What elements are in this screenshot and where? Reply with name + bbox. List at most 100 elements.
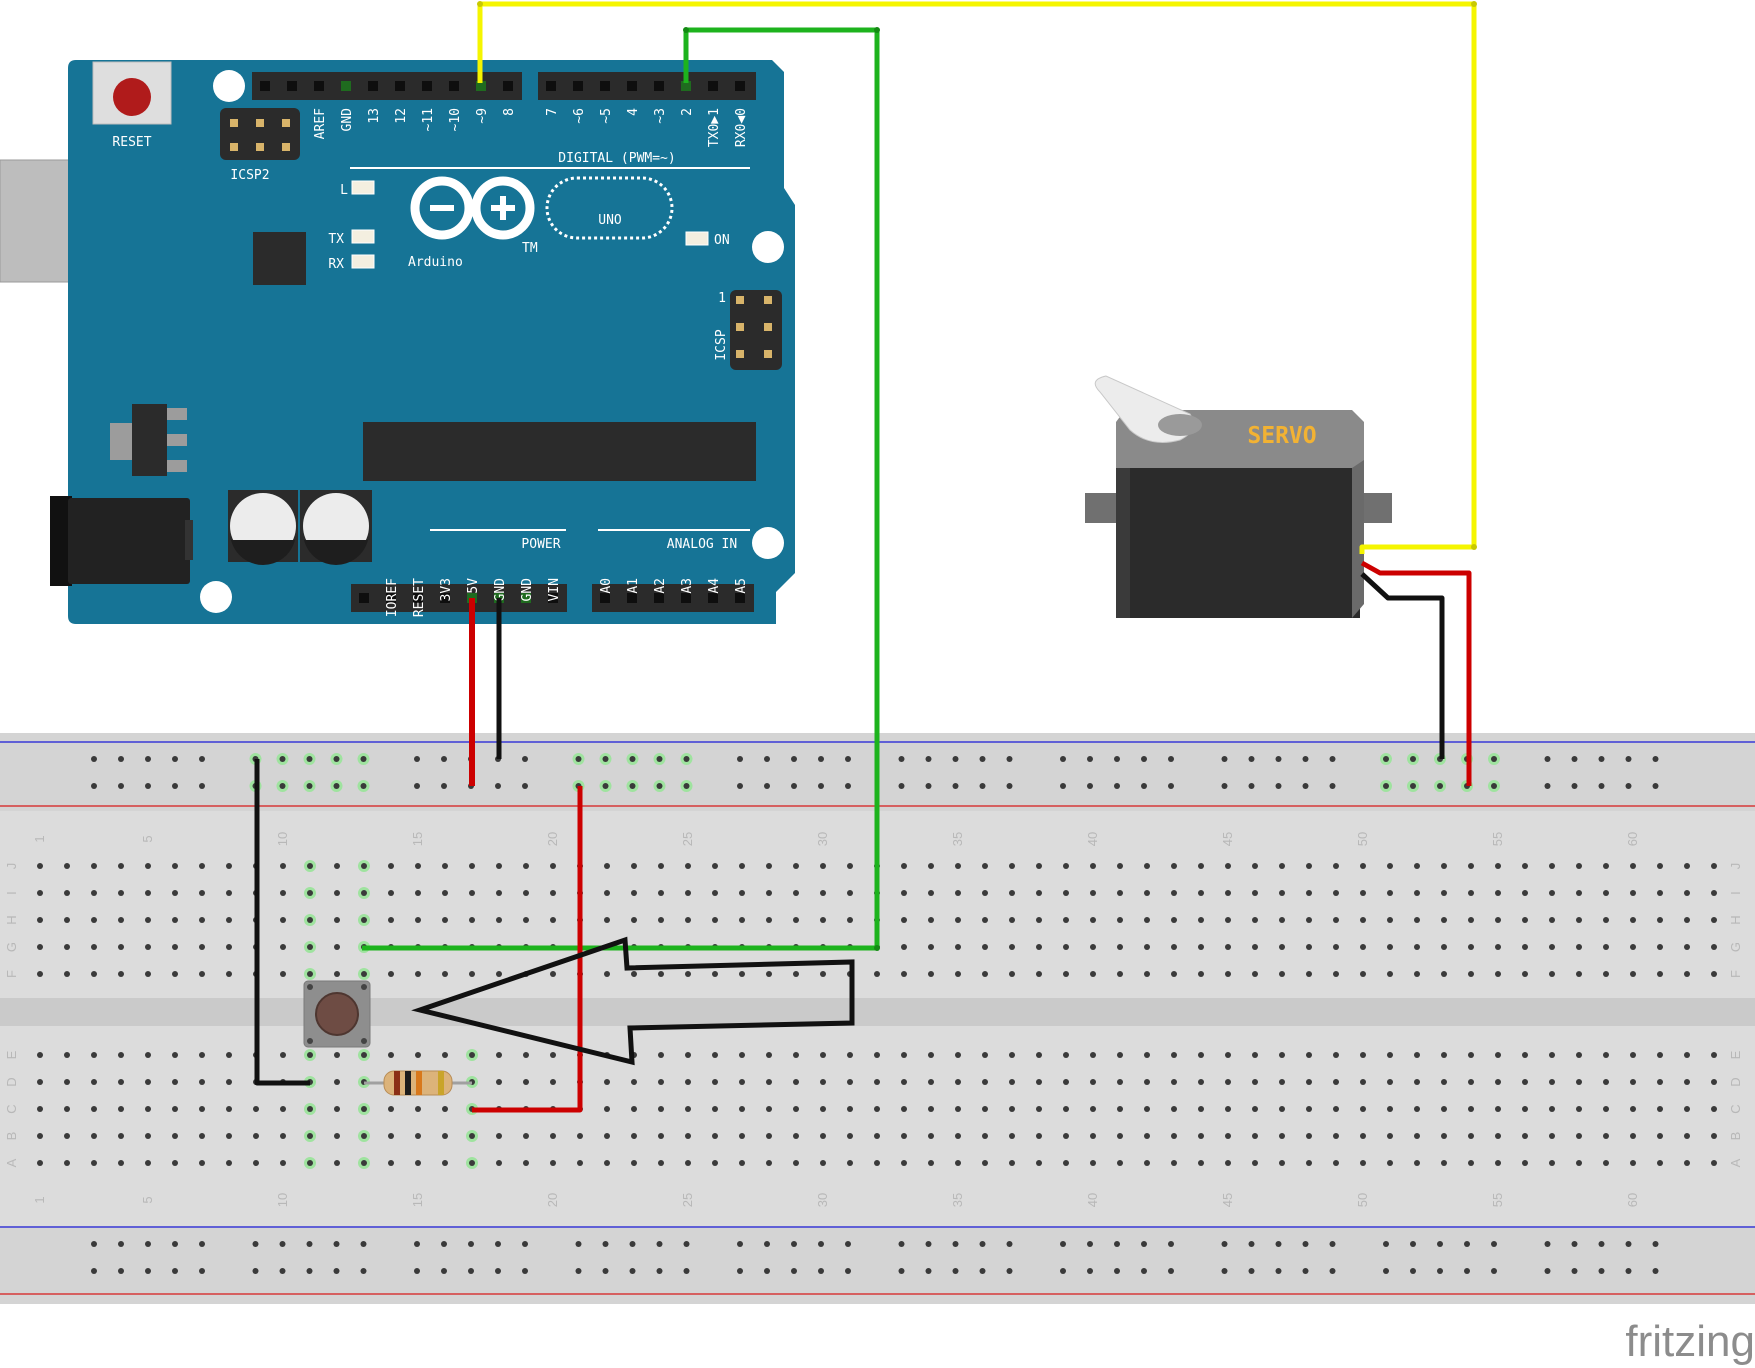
breadboard-hole <box>1630 944 1636 950</box>
breadboard-hole <box>793 1106 799 1112</box>
breadboard-hole <box>685 890 691 896</box>
breadboard-hole <box>361 971 367 977</box>
breadboard-hole <box>172 1052 178 1058</box>
breadboard-hole <box>820 890 826 896</box>
row-letter: H <box>1728 915 1743 924</box>
board-body <box>68 60 795 624</box>
column-number: 60 <box>1625 1193 1640 1207</box>
breadboard-hole <box>1603 863 1609 869</box>
breadboard-hole <box>629 756 636 762</box>
breadboard-hole <box>1009 917 1015 923</box>
pin-label: 3V3 <box>439 578 454 601</box>
breadboard-hole <box>1495 1133 1501 1139</box>
breadboard-hole <box>334 1079 340 1085</box>
breadboard-hole <box>1387 971 1393 977</box>
breadboard-hole <box>1652 783 1659 789</box>
header-pin <box>627 593 637 603</box>
header-pin <box>440 593 450 603</box>
breadboard-hole <box>1117 944 1123 950</box>
header-pin <box>341 81 351 91</box>
breadboard-hole <box>1117 1052 1123 1058</box>
breadboard-hole <box>982 944 988 950</box>
breadboard-hole <box>952 1268 959 1274</box>
column-number: 50 <box>1355 832 1370 846</box>
breadboard-hole <box>550 890 556 896</box>
breadboard-hole <box>1141 1241 1147 1247</box>
breadboard-hole <box>442 971 448 977</box>
header-pin <box>681 593 691 603</box>
breadboard-hole <box>1711 863 1717 869</box>
led-tx <box>351 229 375 244</box>
breadboard-hole <box>1571 756 1578 762</box>
breadboard-hole <box>685 1052 691 1058</box>
breadboard-hole <box>1117 917 1123 923</box>
breadboard-hole <box>361 863 367 869</box>
breadboard-hole <box>1414 1106 1420 1112</box>
breadboard-hole <box>577 1160 583 1166</box>
breadboard-hole <box>253 1160 259 1166</box>
breadboard-hole <box>1468 863 1474 869</box>
breadboard-hole <box>1522 863 1528 869</box>
breadboard-hole <box>847 1106 853 1112</box>
breadboard-hole <box>898 756 905 762</box>
column-number: 5 <box>140 835 155 842</box>
breadboard-hole <box>982 1079 988 1085</box>
row-letter: F <box>4 970 19 978</box>
breadboard-hole <box>469 917 475 923</box>
breadboard-hole <box>64 971 70 977</box>
breadboard-hole <box>791 1268 797 1274</box>
breadboard-hole <box>469 971 475 977</box>
breadboard-hole <box>469 1160 475 1166</box>
breadboard-hole <box>1491 756 1497 762</box>
column-number: 25 <box>680 1193 695 1207</box>
breadboard-hole <box>1414 890 1420 896</box>
breadboard-hole <box>1009 944 1015 950</box>
breadboard-hole <box>172 1079 178 1085</box>
breadboard-hole <box>766 971 772 977</box>
breadboard-hole <box>1360 1106 1366 1112</box>
breadboard-hole <box>1630 1052 1636 1058</box>
breadboard-hole <box>226 863 232 869</box>
breadboard-hole <box>658 863 664 869</box>
breadboard-hole <box>199 917 205 923</box>
breadboard-hole <box>1063 863 1069 869</box>
resistor <box>364 1070 472 1096</box>
breadboard-hole <box>952 756 959 762</box>
breadboard-hole <box>226 917 232 923</box>
breadboard-hole <box>496 1160 502 1166</box>
breadboard-hole <box>1252 1160 1258 1166</box>
breadboard-hole <box>1036 863 1042 869</box>
breadboard-hole <box>1302 756 1309 762</box>
breadboard-hole <box>764 1268 770 1274</box>
breadboard-hole <box>64 1106 70 1112</box>
breadboard-hole <box>928 1133 934 1139</box>
breadboard-hole <box>1141 783 1147 789</box>
breadboard-hole <box>1306 863 1312 869</box>
breadboard-hole <box>280 1160 286 1166</box>
led-rx <box>351 254 375 269</box>
breadboard-hole <box>1464 1268 1470 1274</box>
breadboard-hole <box>1117 863 1123 869</box>
breadboard-hole <box>1441 971 1447 977</box>
breadboard-hole <box>1576 971 1582 977</box>
breadboard-hole <box>469 1052 475 1058</box>
breadboard-hole <box>199 890 205 896</box>
breadboard-hole <box>1468 971 1474 977</box>
breadboard-hole <box>1625 1268 1632 1274</box>
pin-label: 13 <box>367 108 382 124</box>
breadboard-hole <box>766 1079 772 1085</box>
breadboard-hole <box>307 1052 313 1058</box>
breadboard-hole <box>91 890 97 896</box>
breadboard-hole <box>199 971 205 977</box>
push-button <box>303 980 371 1048</box>
breadboard-hole <box>631 890 637 896</box>
breadboard-hole <box>1036 1133 1042 1139</box>
pin-label: 5V <box>466 578 481 594</box>
breadboard-hole <box>928 890 934 896</box>
breadboard-hole <box>361 1160 367 1166</box>
dc-jack <box>68 498 190 584</box>
breadboard-hole <box>1306 1052 1312 1058</box>
breadboard-hole <box>1684 1079 1690 1085</box>
breadboard-hole <box>1630 1079 1636 1085</box>
breadboard-hole <box>1114 783 1120 789</box>
